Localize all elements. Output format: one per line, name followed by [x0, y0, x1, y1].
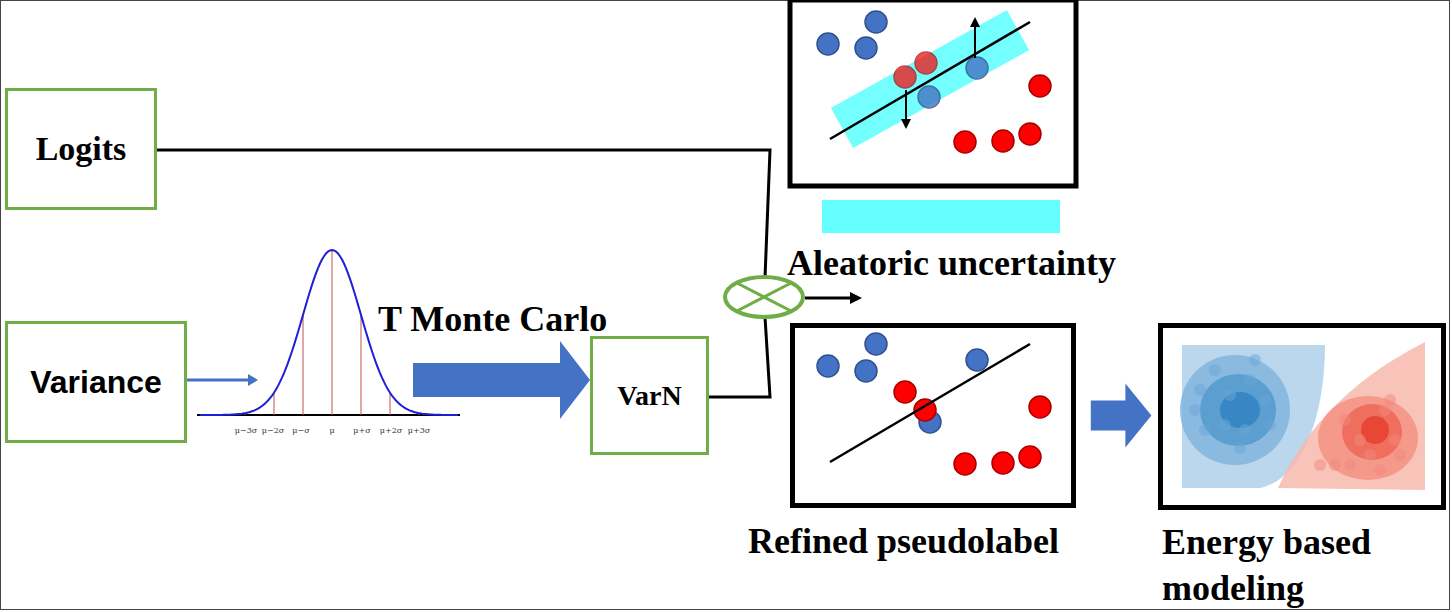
- sample-dot: [1219, 419, 1231, 431]
- sample-dot: [1344, 459, 1356, 471]
- sample-dot: [1234, 442, 1246, 454]
- sample-dot: [1259, 394, 1271, 406]
- sample-dot: [1239, 424, 1251, 436]
- aleatoric-panel: [790, 0, 1076, 233]
- energy-contours: [1180, 342, 1425, 490]
- sample-dot: [1364, 449, 1376, 461]
- sample-dot: [1394, 449, 1406, 461]
- panel-frame: [1158, 323, 1446, 510]
- sample-dot: [1264, 419, 1276, 431]
- panel-heading: Refined pseudolabel: [748, 518, 1120, 564]
- sample-dot: [1244, 374, 1256, 386]
- input-box: Variance: [5, 321, 187, 443]
- axis-tick-label: μ+σ: [353, 426, 370, 435]
- sample-dot: [1189, 404, 1201, 416]
- sample-dot: [1209, 364, 1221, 376]
- panel: Energy based modeling: [1158, 323, 1446, 510]
- axis-tick-label: μ+2σ: [380, 426, 402, 435]
- sample-dot: [1374, 464, 1386, 476]
- axis-tick-label: μ−σ: [292, 426, 309, 435]
- input-box: Logits: [5, 88, 157, 210]
- sample-dot: [1329, 459, 1341, 471]
- box-label: Logits: [36, 130, 127, 168]
- panel: Refined pseudolabel: [790, 323, 1076, 508]
- sample-dot: [1249, 354, 1261, 366]
- box-label: VarN: [617, 380, 681, 412]
- flow-arrow: [1091, 384, 1152, 448]
- sample-dot: [1314, 459, 1326, 471]
- sample-dot: [1199, 424, 1211, 436]
- sample-dot: [1354, 434, 1366, 446]
- axis-tick-label: μ−3σ: [235, 426, 257, 435]
- edge-label: T Monte Carlo: [378, 298, 607, 340]
- axis-tick-label: μ: [329, 426, 334, 435]
- sample-dot: [1384, 394, 1396, 406]
- sample-dot: [1194, 384, 1206, 396]
- box-label: Variance: [30, 364, 162, 401]
- flow-arrow: [187, 341, 590, 419]
- panel-heading: Energy based modeling: [1162, 519, 1412, 611]
- panel-frame: [790, 323, 1076, 508]
- sample-dot: [1389, 434, 1401, 446]
- sample-dot: [1339, 414, 1351, 426]
- caption-label: Aleatoric uncertainty: [787, 242, 1116, 284]
- axis-tick-label: μ−2σ: [262, 426, 284, 435]
- axis-tick-label: μ+3σ: [408, 426, 430, 435]
- refined-scatter: [817, 333, 1051, 475]
- input-box: VarN: [590, 336, 709, 455]
- cyan-bar: [822, 200, 1060, 233]
- sample-dot: [1224, 389, 1236, 401]
- product-wiring: [157, 150, 862, 397]
